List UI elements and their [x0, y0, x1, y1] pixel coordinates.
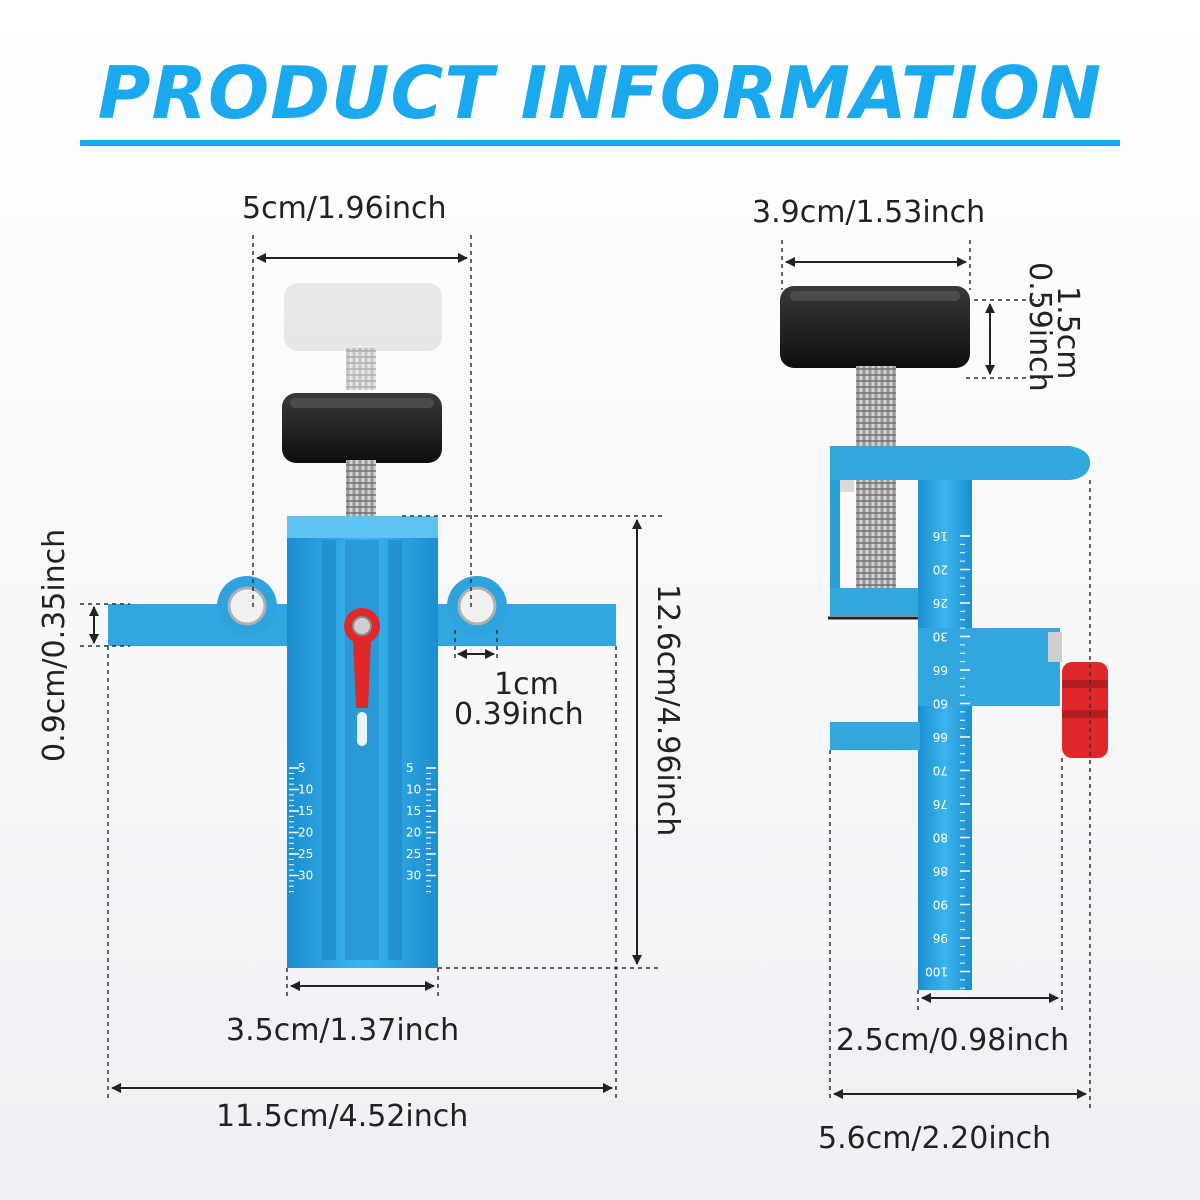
side-lower-jaw: [830, 588, 920, 616]
dim-hole-offset-inch-label: 0.39inch: [454, 697, 584, 732]
dim-clamp-width-label: 3.9cm/1.53inch: [752, 195, 986, 230]
scale-tick-label: 86: [933, 864, 948, 878]
scale-tick-label: 96: [933, 931, 948, 945]
side-view: 16 20 26 30 66 60 66 70 76 80 86 90 96 100: [780, 240, 1108, 1110]
front-view: 5 10 15 20 25 30 5 10 15 20 25 30: [80, 235, 662, 1100]
dim-top-width-label: 5cm/1.96inch: [242, 191, 447, 226]
scale-tick-label: 25: [406, 847, 421, 861]
left-collar: [217, 576, 277, 636]
scale-tick-label: 25: [298, 847, 313, 861]
scale-tick-label: 15: [298, 804, 313, 818]
dim-bar-thickness-label: 0.9cm/0.35inch: [37, 528, 72, 762]
scale-tick-label: 60: [933, 697, 948, 711]
dim-total-depth-label: 5.6cm/2.20inch: [818, 1121, 1052, 1156]
dim-arm-width-label: 2.5cm/0.98inch: [836, 1023, 1070, 1058]
front-scale-left: 5 10 15 20 25 30: [289, 761, 313, 893]
side-knob-icon: [780, 286, 970, 368]
red-lever-icon: [344, 608, 380, 708]
side-scale: 16 20 26 30 66 60 66 70 76 80 86 90 96 100: [925, 529, 970, 998]
front-scale-right: 5 10 15 20 25 30: [406, 761, 436, 893]
scale-tick-label: 15: [406, 804, 421, 818]
right-collar: [447, 576, 507, 636]
ghost-screw: [346, 348, 376, 390]
scale-tick-label: 70: [933, 764, 948, 778]
scale-tick-label: 5: [406, 761, 414, 775]
scale-tick-label: 100: [925, 965, 948, 979]
scale-tick-label: 30: [933, 630, 948, 644]
scale-tick-label: 16: [933, 529, 948, 543]
scale-tick-label: 80: [933, 831, 948, 845]
side-foot: [830, 722, 920, 750]
scale-tick-label: 20: [406, 826, 421, 840]
front-knob-icon: [282, 393, 442, 463]
scale-tick-label: 90: [933, 898, 948, 912]
dim-total-width-label: 11.5cm/4.52inch: [216, 1099, 469, 1134]
scale-tick-label: 26: [933, 596, 948, 610]
front-extension-lines: [80, 235, 662, 1100]
page-title: PRODUCT INFORMATION: [97, 51, 1103, 135]
scale-tick-label: 76: [933, 797, 948, 811]
front-body-top: [287, 516, 438, 538]
dim-hole-offset-cm-label: 1cm: [494, 667, 559, 702]
dim-body-width-label: 3.5cm/1.37inch: [226, 1013, 460, 1048]
dim-height-label: 12.6cm/4.96inch: [650, 584, 685, 837]
side-slider-block: [918, 628, 1060, 706]
scale-tick-label: 10: [298, 783, 313, 797]
front-dimension-arrows: [89, 253, 642, 1093]
side-extension-lines: [781, 240, 1091, 1110]
scale-tick-label: 20: [298, 826, 313, 840]
scale-tick-label: 66: [933, 663, 948, 677]
scale-tick-label: 30: [406, 869, 421, 883]
scale-tick-label: 10: [406, 783, 421, 797]
front-screw: [346, 460, 376, 518]
side-top-plate: [830, 446, 1091, 480]
scale-tick-label: 5: [298, 761, 306, 775]
title-underline: [80, 140, 1120, 146]
side-dimension-arrows: [785, 257, 1087, 1099]
side-red-knob-icon: [1062, 662, 1108, 758]
scale-tick-label: 30: [298, 869, 313, 883]
scale-tick-label: 20: [933, 563, 948, 577]
dim-knob-height-inch-label: 0.59inch: [1022, 262, 1057, 392]
side-clamp-face: [830, 480, 840, 616]
ghost-knob: [284, 283, 442, 351]
scale-tick-label: 66: [933, 730, 948, 744]
